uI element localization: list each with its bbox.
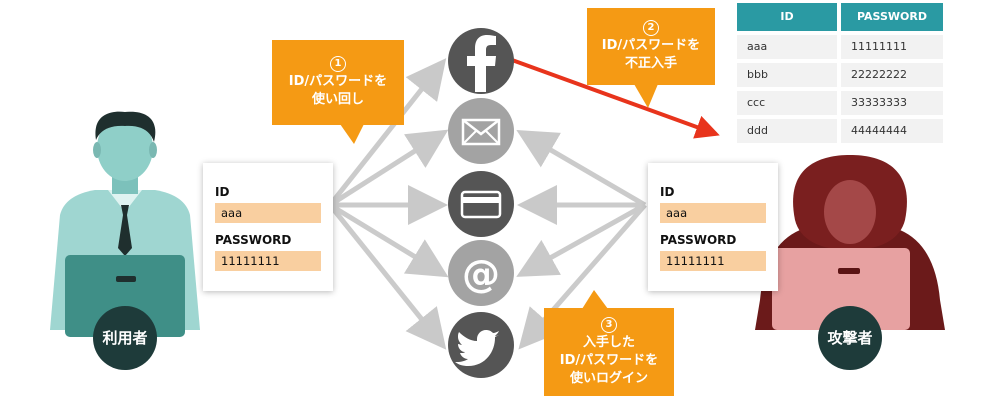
- password-label: PASSWORD: [215, 233, 292, 247]
- id-value: aaa: [660, 203, 766, 223]
- credit-card-icon: [448, 171, 514, 237]
- column-header-id: ID: [737, 3, 837, 31]
- user-badge: 利用者: [93, 306, 157, 370]
- table-cell: 33333333: [841, 91, 943, 115]
- attacker-figure: [755, 155, 945, 330]
- callout-reuse: 1 ID/パスワードを 使い回し: [272, 40, 404, 125]
- arrow-attacker-to-mail: [516, 129, 647, 208]
- arrow-user-to-at: [328, 202, 449, 278]
- arrow-attacker-to-at: [516, 202, 647, 277]
- arrow-user-to-twitter: [328, 203, 447, 350]
- table-header-row: ID PASSWORD: [737, 3, 943, 31]
- callout-line: 不正入手: [624, 56, 677, 71]
- callout-steal: 2 ID/パスワードを 不正入手: [587, 8, 715, 85]
- table-cell: ddd: [737, 119, 837, 143]
- callout-tail-1: [340, 124, 364, 144]
- callout-line: ID/パスワードを: [601, 38, 701, 53]
- callout-tail-2: [634, 84, 658, 108]
- attacker-badge: 攻撃者: [818, 306, 882, 370]
- user-credential-card: ID aaa PASSWORD 11111111: [203, 163, 333, 291]
- callout-line: 使い回し: [311, 92, 364, 107]
- arrow-user-to-mail: [328, 129, 449, 208]
- stolen-credentials-table: ID PASSWORD aaa 11111111 bbb 22222222 cc…: [737, 3, 943, 143]
- callout-line: 使いログイン: [569, 370, 648, 386]
- table-cell: aaa: [737, 35, 837, 59]
- table-cell: ccc: [737, 91, 837, 115]
- column-header-password: PASSWORD: [841, 3, 943, 31]
- table-row: ccc 33333333: [737, 87, 943, 115]
- table-cell: 11111111: [841, 35, 943, 59]
- user-fan-arrows: [328, 58, 449, 350]
- password-value: 11111111: [660, 251, 766, 271]
- at-sign-icon: @: [448, 240, 514, 306]
- step-number-2: 2: [643, 20, 659, 36]
- table-row: aaa 11111111: [737, 31, 943, 59]
- mail-icon: [448, 98, 514, 164]
- svg-text:@: @: [462, 252, 500, 296]
- attacker-credential-card: ID aaa PASSWORD 11111111: [648, 163, 778, 291]
- step-number-1: 1: [330, 56, 346, 72]
- table-row: bbb 22222222: [737, 59, 943, 87]
- id-label: ID: [660, 185, 675, 199]
- theft-arrow: [511, 58, 720, 139]
- table-row: ddd 44444444: [737, 115, 943, 143]
- password-label: PASSWORD: [660, 233, 737, 247]
- id-value: aaa: [215, 203, 321, 223]
- callout-login: 3 入手した ID/パスワードを 使いログイン: [544, 308, 674, 396]
- id-label: ID: [215, 185, 230, 199]
- arrow-user-to-facebook: [328, 58, 447, 207]
- callout-line: ID/パスワードを: [288, 74, 388, 89]
- facebook-icon: [448, 28, 514, 94]
- callout-line: ID/パスワードを: [559, 352, 659, 368]
- step-number-3: 3: [601, 316, 617, 333]
- table-cell: 22222222: [841, 63, 943, 87]
- table-cell: bbb: [737, 63, 837, 87]
- twitter-icon: [448, 312, 514, 378]
- callout-line: 入手した: [582, 334, 635, 350]
- user-figure: [50, 111, 200, 337]
- password-value: 11111111: [215, 251, 321, 271]
- callout-tail-3: [582, 290, 608, 309]
- table-cell: 44444444: [841, 119, 943, 143]
